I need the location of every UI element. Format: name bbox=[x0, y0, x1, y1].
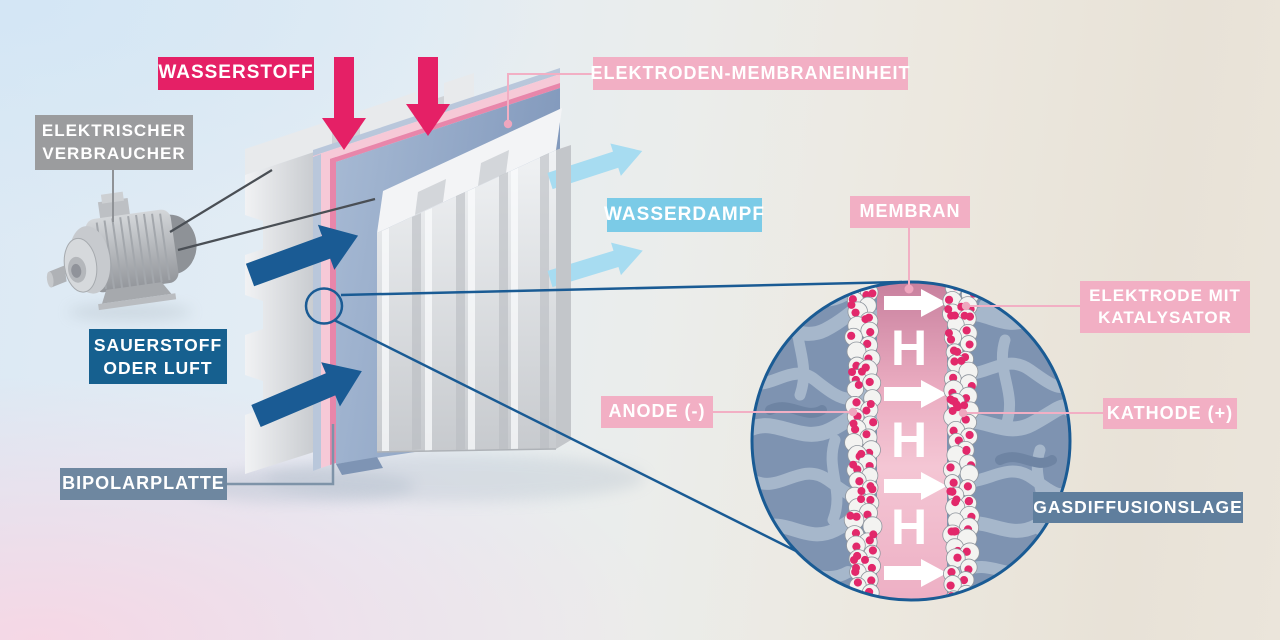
proton-arrow bbox=[884, 289, 947, 317]
hydrogen-arrow bbox=[406, 57, 450, 136]
label-anode: ANODE (-) bbox=[601, 396, 713, 428]
h-symbol: H bbox=[891, 320, 927, 376]
connectors bbox=[225, 73, 1103, 486]
zoom-projection-line bbox=[333, 318, 819, 564]
zoom-projection-line bbox=[340, 280, 903, 297]
label-text: KATHODE (+) bbox=[1106, 402, 1234, 423]
h-symbol: H bbox=[891, 499, 927, 555]
proton-arrow bbox=[884, 472, 947, 500]
wire bbox=[177, 197, 376, 252]
label-sauerstoff-oder-luft: SAUERSTOFF ODER LUFT bbox=[89, 329, 227, 384]
electric-motor bbox=[46, 191, 197, 311]
label-text: WASSERDAMPF bbox=[604, 203, 765, 225]
label-membran: MEMBRAN bbox=[850, 196, 970, 228]
oxygen-arrow bbox=[245, 224, 359, 287]
label-text: GASDIFFUSIONSLAGE bbox=[1033, 497, 1243, 518]
label-text: SAUERSTOFF bbox=[93, 334, 223, 355]
proton-arrow bbox=[884, 380, 947, 408]
label-bipolarplatte: BIPOLARPLATTE bbox=[60, 468, 227, 500]
label-text: ODER LUFT bbox=[103, 357, 213, 378]
wire bbox=[169, 169, 273, 233]
label-kathode: KATHODE (+) bbox=[1103, 398, 1237, 429]
motor-wires bbox=[169, 169, 376, 252]
h-symbol: H bbox=[891, 412, 927, 468]
label-text: VERBRAUCHER bbox=[42, 143, 186, 163]
h-symbols: H H H bbox=[891, 320, 927, 555]
label-gasdiffusionslage: GASDIFFUSIONSLAGE bbox=[1033, 492, 1243, 523]
label-elektroden-membraneinheit: ELEKTRODEN-MEMBRANEINHEIT bbox=[590, 57, 911, 90]
fuel-cell-stack bbox=[245, 57, 643, 475]
label-text: WASSERSTOFF bbox=[158, 62, 314, 84]
hydrogen-arrow bbox=[322, 57, 366, 150]
label-elektrode-mit-katalysator: ELEKTRODE MIT KATALYSATOR bbox=[1080, 281, 1250, 333]
label-text: ANODE (-) bbox=[608, 401, 706, 422]
connector-membraneinheit bbox=[507, 73, 593, 121]
label-text: KATALYSATOR bbox=[1098, 308, 1232, 327]
label-wasserstoff: WASSERSTOFF bbox=[158, 57, 314, 90]
proton-arrows bbox=[884, 289, 947, 587]
label-text: MEMBRAN bbox=[859, 201, 961, 222]
label-text: ELEKTRISCHER bbox=[41, 121, 187, 141]
detail-circle: H H H bbox=[750, 280, 1072, 602]
connector-dots bbox=[503, 119, 971, 418]
water-vapor-arrow bbox=[547, 143, 643, 190]
right-bipolar-plate bbox=[376, 108, 643, 453]
water-vapor-arrow bbox=[547, 242, 643, 288]
label-text: ELEKTRODEN-MEMBRANEINHEIT bbox=[590, 62, 911, 83]
connector-bipolarplatte bbox=[225, 424, 335, 486]
oxygen-arrow bbox=[251, 362, 362, 428]
membrane-layer bbox=[877, 282, 947, 600]
label-wasserdampf: WASSERDAMPF bbox=[604, 198, 765, 232]
label-text: BIPOLARPLATTE bbox=[62, 473, 225, 494]
catalyst-layer-right bbox=[942, 282, 980, 600]
zoom-source-circle bbox=[304, 287, 344, 325]
label-text: ELEKTRODE MIT bbox=[1089, 285, 1241, 305]
proton-arrow bbox=[884, 559, 947, 587]
label-elektrischer-verbraucher: ELEKTRISCHER VERBRAUCHER bbox=[35, 115, 193, 170]
